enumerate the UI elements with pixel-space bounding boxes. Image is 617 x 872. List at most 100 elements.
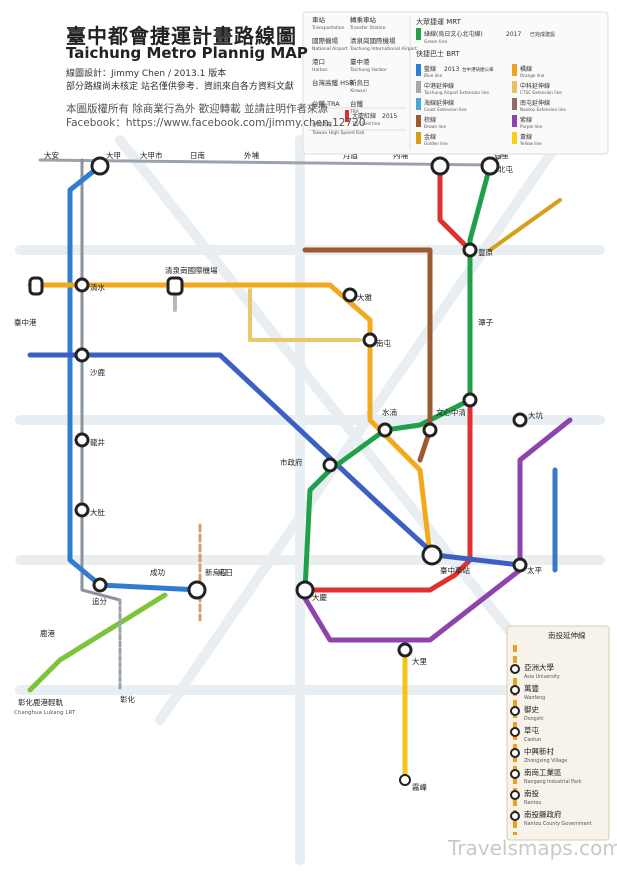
label-dahe: 大安: [44, 150, 59, 160]
nantou-stop-marker: [510, 664, 520, 674]
blue-diagonal-line: [27, 352, 523, 568]
lines: [27, 138, 573, 783]
legend-red-swatch: [345, 110, 349, 122]
nantou-stop-label-en: Nantou County Government: [524, 821, 592, 827]
station-shuinan: [377, 422, 393, 438]
legend-line-label-en: Brown line: [424, 124, 446, 129]
legend-red-label-en: TRA Red line: [351, 121, 381, 127]
nantou-stop-marker: [510, 748, 520, 758]
nantou-stop-label-en: Dongshi: [524, 716, 544, 722]
label-dajiaa: 大甲市: [140, 150, 163, 160]
station-dakeng: [512, 412, 528, 428]
legend-line-label-en: Coast Extension line: [424, 107, 467, 112]
golden-line: [248, 288, 362, 342]
legend-symbol-desc: 轉乘車站: [350, 15, 377, 24]
legend-box: [302, 11, 609, 155]
nantou-stop-label-en: Nantou: [524, 800, 541, 806]
nantou-stop-label-en: Zhongxing Village: [524, 758, 567, 764]
label-yuemei: 月眉: [343, 151, 358, 160]
nantou-stop-label-en: Caotun: [524, 737, 541, 743]
label-dajia: 大甲: [106, 150, 121, 160]
legend-line-label-en: Yellow line: [519, 141, 542, 146]
nantou-ext-box: 南投延伸線: [506, 625, 610, 841]
nantou-stop-marker: [510, 727, 520, 737]
legend-line-label-en: Golden line: [424, 141, 448, 146]
station-cityhall: [322, 457, 338, 473]
station-fengyuan: [462, 242, 478, 258]
legend-symbol-label: 車站: [312, 15, 326, 24]
title-en: Taichung Metro Plannig MAP: [66, 44, 308, 62]
station-taichung: [421, 544, 443, 566]
legend-line-label-en: Purple line: [520, 124, 543, 129]
label-xinwuri: 新烏日: [205, 567, 228, 577]
road-network: [15, 135, 605, 865]
station-houli: [430, 156, 450, 176]
legend-symbol-desc-en: Transfer Station: [349, 25, 386, 31]
legend-green-note: 已完成建設: [530, 31, 555, 38]
legend-line-label-en: CTSC Extension line: [520, 90, 562, 95]
legend-symbol-desc: 清泉崗國際機場: [350, 36, 396, 45]
station-airport: [166, 276, 184, 296]
label-lukang: 鹿港: [40, 628, 55, 638]
label-taiping: 太平: [527, 565, 542, 575]
credit-text: 線圖設計：Jimmy Chen / 2013.1 版本: [66, 69, 227, 79]
legend-symbol-desc: 新烏日: [350, 78, 370, 87]
legend-line-label-en: Taichung Airport Extension line: [423, 90, 489, 95]
legend-line-label: 海線延伸線: [424, 99, 454, 107]
legend-symbol-label: 台灣高鐵 HSR: [312, 78, 354, 87]
nantou-stop-marker: [510, 790, 520, 800]
nantou-stop-label: 南投縣政府: [524, 809, 562, 819]
legend-line-label-en: Orange line: [520, 73, 545, 78]
orange-line: [27, 282, 433, 558]
station-daya: [342, 287, 358, 303]
red-line: [302, 163, 473, 593]
station-xinwuri: [187, 580, 207, 600]
legend-symbol-label-en: Transportation: [311, 25, 345, 31]
legend-line-label: 藍線: [424, 65, 436, 73]
nantou-stop-marker: [510, 811, 520, 821]
label-houli: 后里: [494, 150, 509, 160]
nantou-stop-marker: [510, 706, 520, 716]
tra-coast-line: [80, 158, 122, 602]
nantou-stop-label: 亞洲大學: [524, 662, 554, 672]
label-rinan: 日南: [190, 150, 205, 160]
green-line: [302, 163, 493, 593]
nantou-stop-label: 中興新村: [524, 746, 554, 756]
label-daqing: 大慶: [312, 592, 327, 602]
legend-line-label: 南屯延伸線: [520, 99, 550, 107]
nantou-stop-label-en: Wanfeng: [524, 695, 545, 701]
legend-symbol-desc: 臺中港: [350, 57, 370, 66]
legend-line-label: 紫線: [520, 116, 532, 124]
label-beitun: 北屯: [498, 164, 513, 174]
label-taichung: 臺中車站: [440, 565, 470, 575]
nantou-stop-marker: [510, 685, 520, 695]
label-tanzi: 潭子: [478, 318, 493, 327]
legend-symbol-desc: 台鐵: [350, 99, 364, 108]
purple-line: [297, 417, 573, 643]
station-wenxin: [422, 422, 438, 438]
legend-line-label-en: Blue line: [424, 73, 443, 78]
legend-red-label: 大慶紅線: [352, 112, 376, 120]
legend-symbol-desc-en: Taichung International Airport: [349, 46, 417, 52]
facebook-link[interactable]: Facebook：https://www.facebook.com/jimmy.…: [66, 117, 366, 129]
nantou-stop-label: 草屯: [524, 725, 539, 735]
legend-hsr-desc-en: Taiwan High Speed Rail: [311, 130, 364, 136]
label-cityhall: 市政府: [280, 457, 303, 467]
label-dakeng: 大坑: [528, 410, 543, 420]
label-changhualukang-en: Changhua Lukang LRT: [14, 710, 76, 716]
legend-line-swatch: [512, 64, 517, 76]
legend-symbol-label-en: National Airport: [312, 46, 348, 52]
gold-north-line: [488, 198, 562, 252]
legend: [302, 11, 609, 155]
label-waipu: 外埔: [244, 150, 259, 160]
label-qingshui: 清水: [90, 282, 105, 292]
station-qingshui: [74, 277, 90, 293]
station-dadu: [74, 502, 90, 518]
station-shalu: [74, 347, 90, 363]
label-wuri: 烏日: [218, 567, 233, 577]
legend-line-swatch: [416, 115, 421, 127]
station-dajia: [90, 156, 110, 176]
